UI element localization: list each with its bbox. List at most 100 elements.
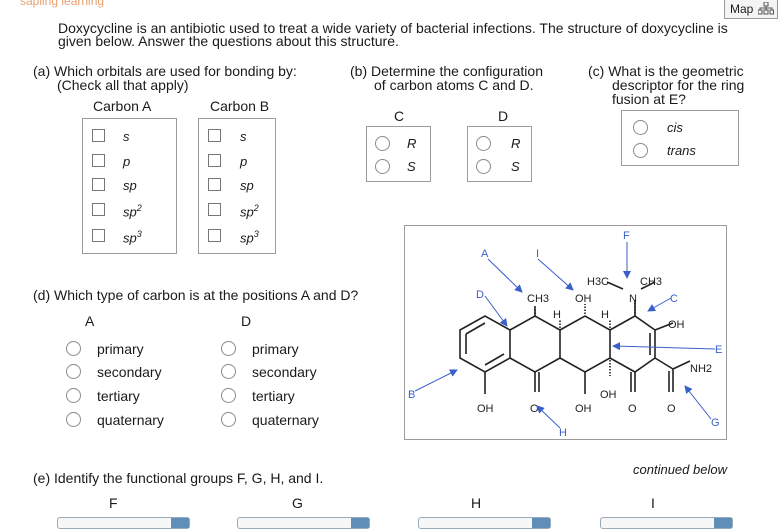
oh-label: OH — [477, 403, 494, 415]
option-label: primary — [252, 341, 299, 357]
carbon-a-sp2-checkbox[interactable] — [92, 203, 105, 216]
part-a-question: (a) Which orbitals are used for bonding … — [33, 63, 297, 79]
carbon-a-s-checkbox[interactable] — [92, 129, 105, 142]
option-label: p — [240, 154, 248, 169]
carbon-a-sp3-checkbox[interactable] — [92, 229, 105, 242]
part-a-instruction: (Check all that apply) — [57, 77, 189, 93]
part-c-question: (c) What is the geometric — [588, 63, 744, 79]
config-c-panel: R S — [366, 126, 431, 182]
option-label: sp3 — [240, 229, 259, 246]
a-secondary-radio[interactable] — [66, 364, 81, 379]
carbon-a-p-checkbox[interactable] — [92, 154, 105, 167]
carbon-b-label: Carbon B — [210, 98, 270, 114]
group-h-select[interactable] — [418, 517, 551, 529]
h-label: H — [553, 309, 561, 321]
option-label: p — [123, 154, 131, 169]
trans-radio[interactable] — [633, 143, 648, 158]
carbon-b-s-checkbox[interactable] — [208, 129, 221, 142]
part-d-col-d: D — [241, 313, 252, 329]
part-d-col-a: A — [85, 313, 95, 329]
option-label: S — [407, 159, 416, 174]
structure-drawing: CH3 H OH H H3C CH3 N OH NH2 OH O OH OH O… — [408, 230, 722, 439]
chevron-down-icon — [714, 518, 732, 528]
option-label: s — [123, 129, 130, 144]
oh-label: OH — [575, 403, 592, 415]
group-g-select[interactable] — [237, 517, 370, 529]
group-f-select[interactable] — [57, 517, 190, 529]
option-label: sp2 — [240, 203, 259, 220]
n-label: N — [629, 293, 637, 305]
cis-radio[interactable] — [633, 120, 648, 135]
a-quaternary-radio[interactable] — [66, 412, 81, 427]
option-label: quaternary — [97, 412, 164, 428]
option-label: sp — [123, 178, 137, 193]
nh2-label: NH2 — [690, 363, 712, 375]
map-button-label: Map — [730, 2, 754, 16]
carbon-b-options-panel: s p sp sp2 sp3 — [198, 118, 276, 254]
o-label: O — [530, 403, 539, 415]
label-i: I — [536, 248, 539, 260]
d-secondary-radio[interactable] — [221, 364, 236, 379]
option-label: sp3 — [123, 229, 142, 246]
option-label: secondary — [252, 364, 317, 380]
label-e: E — [715, 344, 722, 356]
part-e-question: (e) Identify the functional groups F, G,… — [33, 470, 324, 486]
carbon-b-sp-checkbox[interactable] — [208, 178, 221, 191]
option-label: tertiary — [252, 388, 295, 404]
d-quaternary-radio[interactable] — [221, 412, 236, 427]
config-d-s-radio[interactable] — [476, 159, 491, 174]
config-c-s-radio[interactable] — [375, 159, 390, 174]
option-label: R — [511, 136, 521, 151]
map-button[interactable]: Map — [724, 0, 778, 19]
config-d-r-radio[interactable] — [476, 136, 491, 151]
continued-note: continued below — [633, 462, 727, 477]
label-c: C — [670, 293, 678, 305]
carbon-b-sp3-checkbox[interactable] — [208, 229, 221, 242]
map-tree-icon — [758, 2, 774, 15]
config-c-r-radio[interactable] — [375, 136, 390, 151]
option-label: tertiary — [97, 388, 140, 404]
option-label: trans — [667, 143, 696, 158]
part-e-col-g: G — [292, 495, 303, 511]
part-e-col-f: F — [109, 495, 118, 511]
part-b-col-d: D — [498, 108, 509, 124]
part-d-question: (d) Which type of carbon is at the posit… — [33, 287, 359, 303]
option-label: S — [511, 159, 520, 174]
label-g: G — [711, 417, 720, 429]
h-label: H — [601, 309, 609, 321]
part-b-col-c: C — [394, 108, 405, 124]
option-label: R — [407, 136, 417, 151]
o-label: O — [667, 403, 676, 415]
option-label: primary — [97, 341, 144, 357]
option-label: quaternary — [252, 412, 319, 428]
ch3-label: CH3 — [640, 276, 662, 288]
brand-logo: sapling learning — [20, 0, 105, 8]
carbon-b-p-checkbox[interactable] — [208, 154, 221, 167]
oh-label: OH — [668, 319, 685, 331]
carbon-b-sp2-checkbox[interactable] — [208, 203, 221, 216]
label-d: D — [476, 289, 484, 301]
group-i-select[interactable] — [600, 517, 733, 529]
carbon-a-options-panel: s p sp sp2 sp3 — [82, 118, 177, 254]
a-tertiary-radio[interactable] — [66, 388, 81, 403]
part-b-question-cont: of carbon atoms C and D. — [374, 77, 534, 93]
option-label: s — [240, 129, 247, 144]
label-a: A — [481, 248, 489, 260]
oh-label: OH — [600, 389, 617, 401]
option-label: sp — [240, 178, 254, 193]
carbon-a-sp-checkbox[interactable] — [92, 178, 105, 191]
option-label: sp2 — [123, 203, 142, 220]
chevron-down-icon — [532, 518, 550, 528]
carbon-a-label: Carbon A — [93, 98, 152, 114]
chevron-down-icon — [351, 518, 369, 528]
d-tertiary-radio[interactable] — [221, 388, 236, 403]
part-e-col-h: H — [471, 495, 482, 511]
h3c-label: H3C — [587, 276, 609, 288]
a-primary-radio[interactable] — [66, 341, 81, 356]
o-label: O — [628, 403, 637, 415]
part-c-question-cont2: fusion at E? — [612, 91, 686, 107]
option-label: secondary — [97, 364, 162, 380]
d-primary-radio[interactable] — [221, 341, 236, 356]
oh-label: OH — [575, 293, 592, 305]
label-h: H — [559, 427, 567, 439]
